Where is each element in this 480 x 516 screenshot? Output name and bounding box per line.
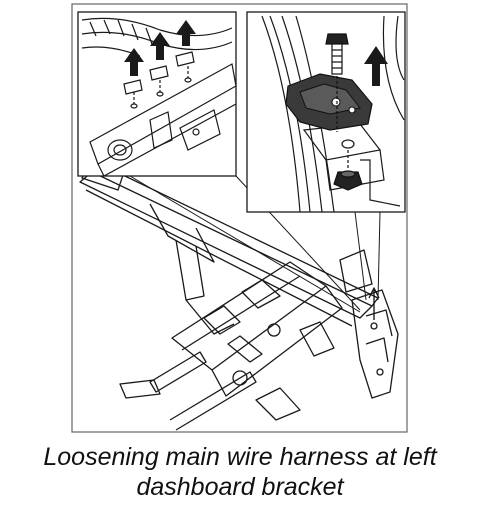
inset-left-harness-clips <box>77 11 237 177</box>
caption-line-2: dashboard bracket <box>136 473 344 501</box>
technical-illustration <box>71 3 408 433</box>
bolt-icon <box>325 33 349 132</box>
callout-lines <box>129 175 381 313</box>
nut-icon <box>333 150 363 191</box>
harness-clip-icon <box>123 51 195 95</box>
caption-line-1: Loosening main wire harness at left <box>43 443 437 471</box>
up-arrow-icon <box>364 46 388 86</box>
up-arrow-icon <box>368 287 380 320</box>
inset-right-bracket <box>246 11 406 213</box>
up-arrow-icon <box>124 20 196 76</box>
dashboard-bracket-icon <box>285 73 373 131</box>
figure-caption: Loosening main wire harness at left dash… <box>0 442 480 502</box>
figure-border <box>71 3 408 433</box>
